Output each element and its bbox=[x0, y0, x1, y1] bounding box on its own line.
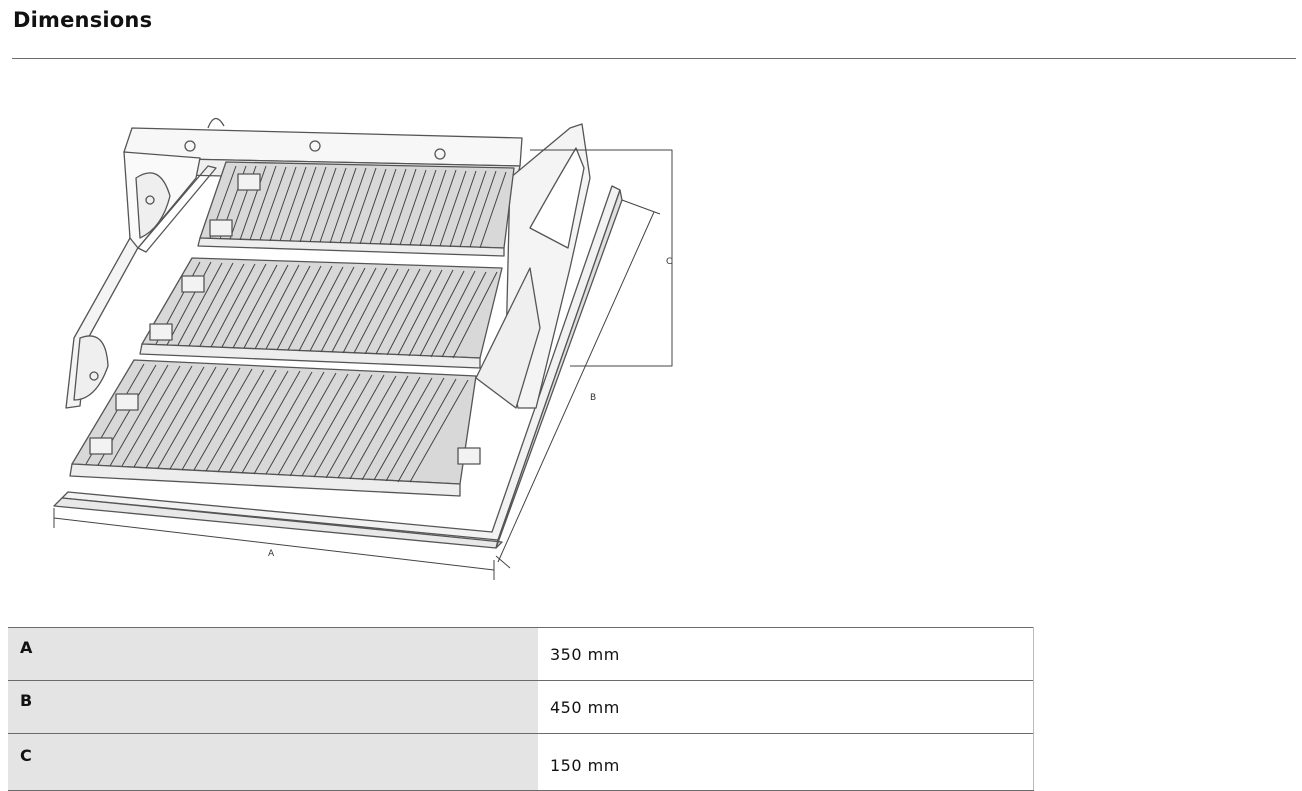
base-plate bbox=[53, 185, 623, 549]
dimension-label-a: A bbox=[268, 549, 275, 559]
dimension-key: B bbox=[8, 680, 538, 734]
dimension-value: 150 mm bbox=[538, 733, 1034, 791]
dimension-key: C bbox=[8, 733, 538, 791]
table-row: C 150 mm bbox=[8, 733, 1034, 791]
left-bracket bbox=[65, 151, 217, 409]
dimension-value: 350 mm bbox=[538, 627, 1034, 681]
right-bracket bbox=[475, 123, 591, 409]
table-row: A 350 mm bbox=[8, 627, 1034, 681]
dimensions-table: A 350 mm B 450 mm C 150 mm bbox=[8, 627, 1034, 791]
dimension-value: 450 mm bbox=[538, 680, 1034, 734]
element-row-top bbox=[197, 161, 515, 257]
dimension-lines bbox=[53, 149, 673, 580]
heater-isometric-drawing: A B C bbox=[53, 117, 673, 580]
page-title: Dimensions bbox=[13, 8, 153, 32]
dimension-label-b: B bbox=[590, 393, 596, 403]
element-row-bottom bbox=[69, 359, 477, 497]
title-divider bbox=[12, 58, 1296, 59]
table-row: B 450 mm bbox=[8, 680, 1034, 734]
element-fins bbox=[85, 165, 507, 483]
dimension-key: A bbox=[8, 627, 538, 681]
terminal-clips bbox=[89, 173, 481, 465]
dimension-label-c: C bbox=[666, 257, 672, 267]
product-line-drawing: A B C bbox=[10, 108, 719, 584]
